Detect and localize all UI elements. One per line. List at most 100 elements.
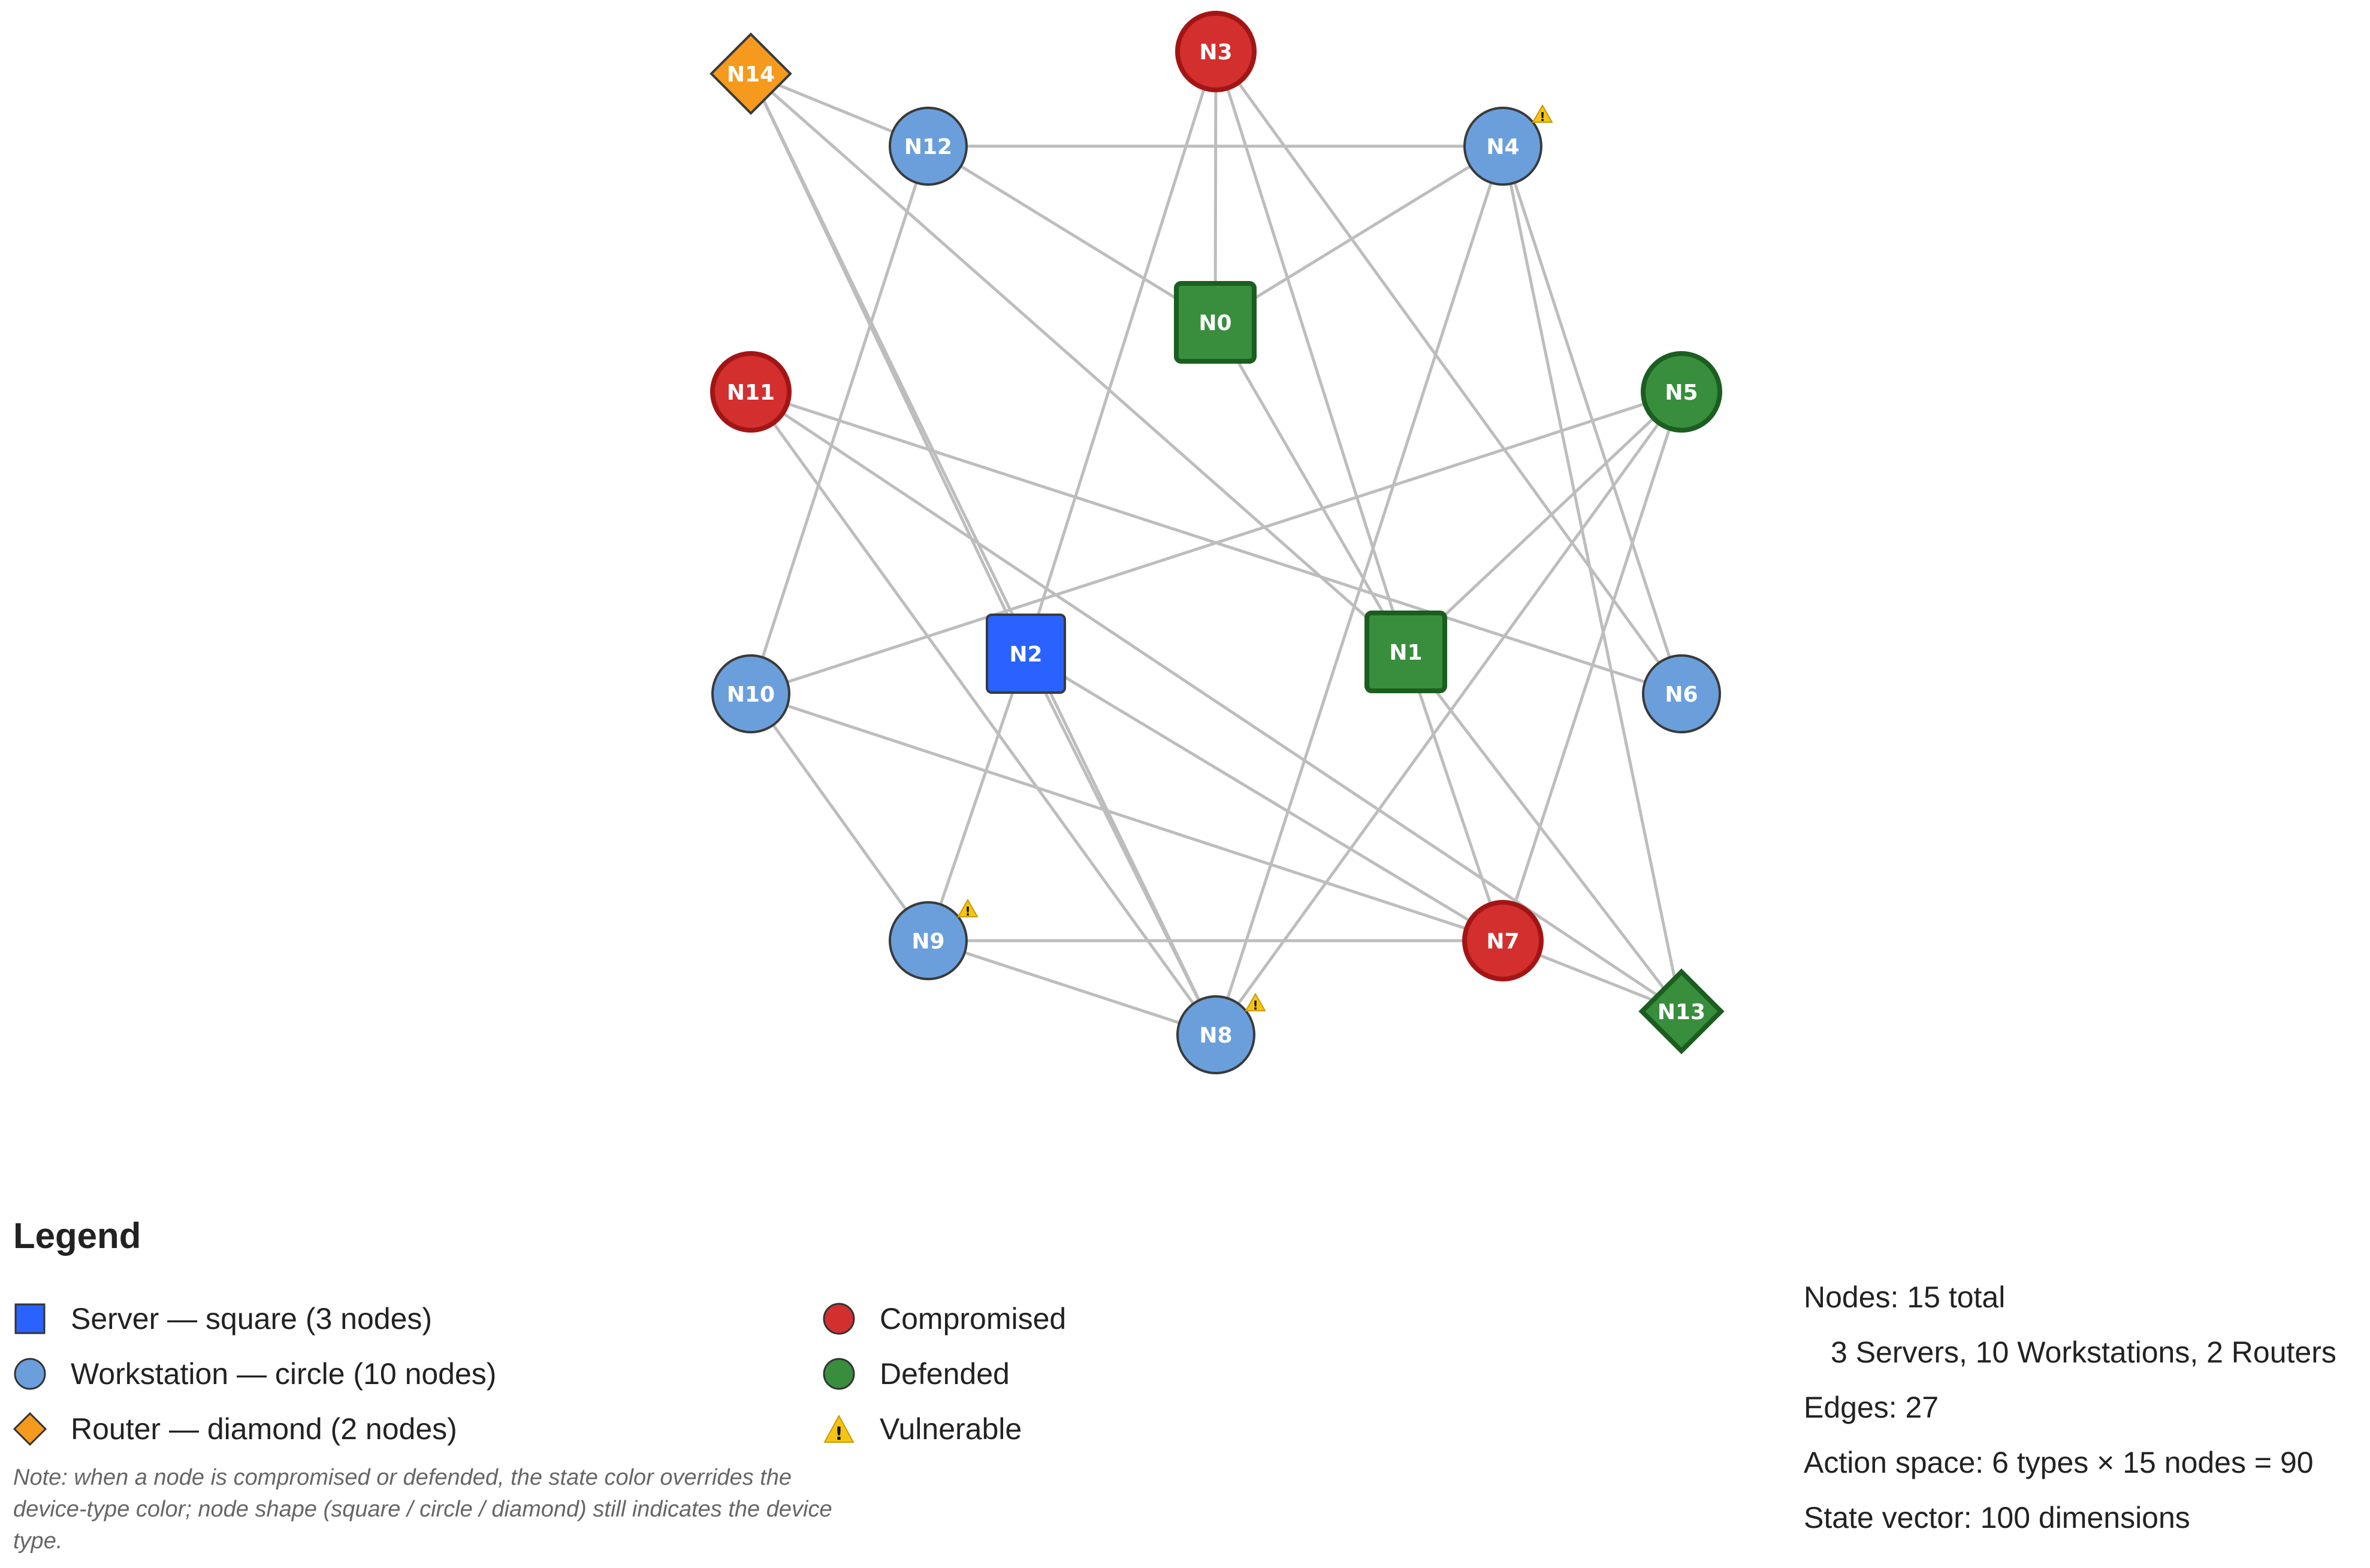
node-label: N10: [727, 682, 775, 707]
edge-n3-n6: [1214, 50, 1683, 695]
edge-n1-n13: [1405, 651, 1683, 1013]
legend-item-workstation: Workstation — circle (10 nodes): [13, 1356, 496, 1391]
server-square-shape: [1364, 611, 1447, 693]
node-label: N1: [1389, 641, 1422, 665]
edge-n3-n0: [1213, 51, 1218, 323]
node-n2[interactable]: N2: [986, 614, 1066, 694]
legend-item-vulnerable: ! Vulnerable: [822, 1412, 1022, 1446]
warning-triangle-icon: [957, 898, 979, 917]
edge-n2-n8: [1024, 652, 1218, 1036]
stats-nodes: Nodes: 15 total: [1804, 1280, 2006, 1314]
node-n0[interactable]: N0: [1174, 281, 1257, 364]
stats-state-vector: State vector: 100 dimensions: [1804, 1501, 2190, 1534]
node-label: N5: [1665, 380, 1698, 405]
node-label: N13: [1658, 1000, 1705, 1025]
legend-note: Note: when a node is compromised or defe…: [13, 1465, 832, 1554]
server-square-shape: [986, 614, 1066, 694]
edge-n5-n8: [1214, 391, 1683, 1036]
router-diamond-icon: [13, 1412, 47, 1446]
legend-router-label: Router — diamond (2 nodes): [71, 1412, 457, 1446]
node-n11[interactable]: N11: [710, 351, 792, 433]
node-label: N0: [1198, 311, 1231, 336]
legend-workstation-label: Workstation — circle (10 nodes): [71, 1357, 497, 1391]
node-label: N12: [904, 135, 952, 159]
edge-n1-n7: [1404, 651, 1505, 941]
workstation-circle-shape: [889, 901, 968, 980]
edge-n5-n1: [1405, 391, 1683, 653]
warning-triangle-icon: !: [823, 1414, 855, 1445]
stats-edges: Edges: 27: [1804, 1391, 1939, 1424]
node-n9[interactable]: N9!: [889, 898, 979, 980]
node-label: N6: [1665, 682, 1698, 707]
node-n5[interactable]: N5: [1641, 351, 1722, 433]
workstation-circle-shape: [1642, 654, 1721, 733]
router-diamond-shape: [1638, 968, 1725, 1055]
defended-circle-icon: [823, 1358, 855, 1390]
edge-n9-n8: [928, 939, 1216, 1037]
node-n4[interactable]: N4!: [1463, 104, 1553, 186]
node-n13[interactable]: N13: [1638, 968, 1725, 1055]
edge-n0-n1: [1213, 321, 1408, 653]
node-n12[interactable]: N12: [889, 107, 968, 186]
workstation-circle-shape: [711, 654, 790, 733]
workstation-circle-shape: [1641, 351, 1722, 433]
workstation-circle-shape: [1463, 107, 1542, 186]
node-label: N3: [1199, 40, 1232, 65]
legend-title: Legend: [13, 1216, 141, 1256]
node-n6[interactable]: N6: [1642, 654, 1721, 733]
node-label: N14: [727, 62, 775, 87]
node-n10[interactable]: N10: [711, 654, 790, 733]
stats-breakdown: 3 Servers, 10 Workstations, 2 Routers: [1831, 1336, 2336, 1369]
legend-item-defended: Defended: [822, 1356, 1010, 1391]
warning-triangle-icon: [1245, 992, 1266, 1011]
node-n7[interactable]: N7: [1462, 900, 1544, 981]
warning-mark: !: [1252, 998, 1258, 1013]
edge-n10-n7: [750, 692, 1503, 942]
edge-n14-n8: [749, 72, 1218, 1036]
legend-server-label: Server — square (3 nodes): [71, 1302, 433, 1336]
stats-action-space: Action space: 6 types × 15 nodes = 90: [1804, 1446, 2314, 1479]
legend-item-server: Server — square (3 nodes): [13, 1301, 432, 1336]
node-n1[interactable]: N1: [1364, 611, 1447, 693]
node-label: N7: [1486, 929, 1519, 954]
workstation-circle-shape: [1176, 995, 1255, 1074]
workstation-circle-shape: [1462, 900, 1544, 981]
warning-triangle-icon: [1532, 104, 1553, 123]
edge-n4-n0: [1214, 144, 1504, 324]
workstation-circle-shape: [1175, 11, 1257, 92]
edge-n10-n9: [749, 693, 930, 942]
graph-edges: [749, 50, 1683, 1037]
server-square-shape: [1174, 281, 1257, 364]
edge-n2-n9: [926, 653, 1028, 941]
edge-n12-n0: [927, 144, 1216, 324]
node-label: N2: [1009, 642, 1042, 667]
edge-n3-n1: [1214, 51, 1408, 652]
legend-compromised-label: Compromised: [880, 1302, 1067, 1336]
node-label: N4: [1486, 135, 1519, 159]
edge-n5-n7: [1501, 391, 1683, 941]
edge-n5-n10: [750, 390, 1682, 696]
node-n14[interactable]: N14: [710, 32, 792, 115]
warning-mark: !: [965, 904, 970, 919]
edge-n4-n13: [1501, 146, 1683, 1012]
router-diamond-shape: [710, 32, 792, 115]
workstation-circle-shape: [710, 351, 792, 433]
legend-defended-label: Defended: [880, 1357, 1010, 1391]
server-square-icon: [14, 1303, 46, 1334]
edge-n3-n2: [1024, 51, 1218, 654]
edge-n2-n7: [1025, 652, 1504, 942]
legend-item-compromised: Compromised: [822, 1301, 1066, 1336]
node-label: N8: [1199, 1023, 1232, 1048]
node-n8[interactable]: N8!: [1176, 992, 1266, 1074]
warning-mark: !: [1539, 110, 1545, 124]
node-label: N9: [911, 929, 944, 954]
edge-n11-n8: [749, 391, 1218, 1036]
legend-item-router: Router — diamond (2 nodes): [13, 1412, 457, 1446]
node-n3[interactable]: N3: [1175, 11, 1257, 92]
workstation-circle-icon: [14, 1358, 46, 1390]
compromised-circle-icon: [823, 1303, 855, 1335]
node-label: N11: [727, 380, 775, 405]
workstation-circle-shape: [889, 107, 968, 186]
